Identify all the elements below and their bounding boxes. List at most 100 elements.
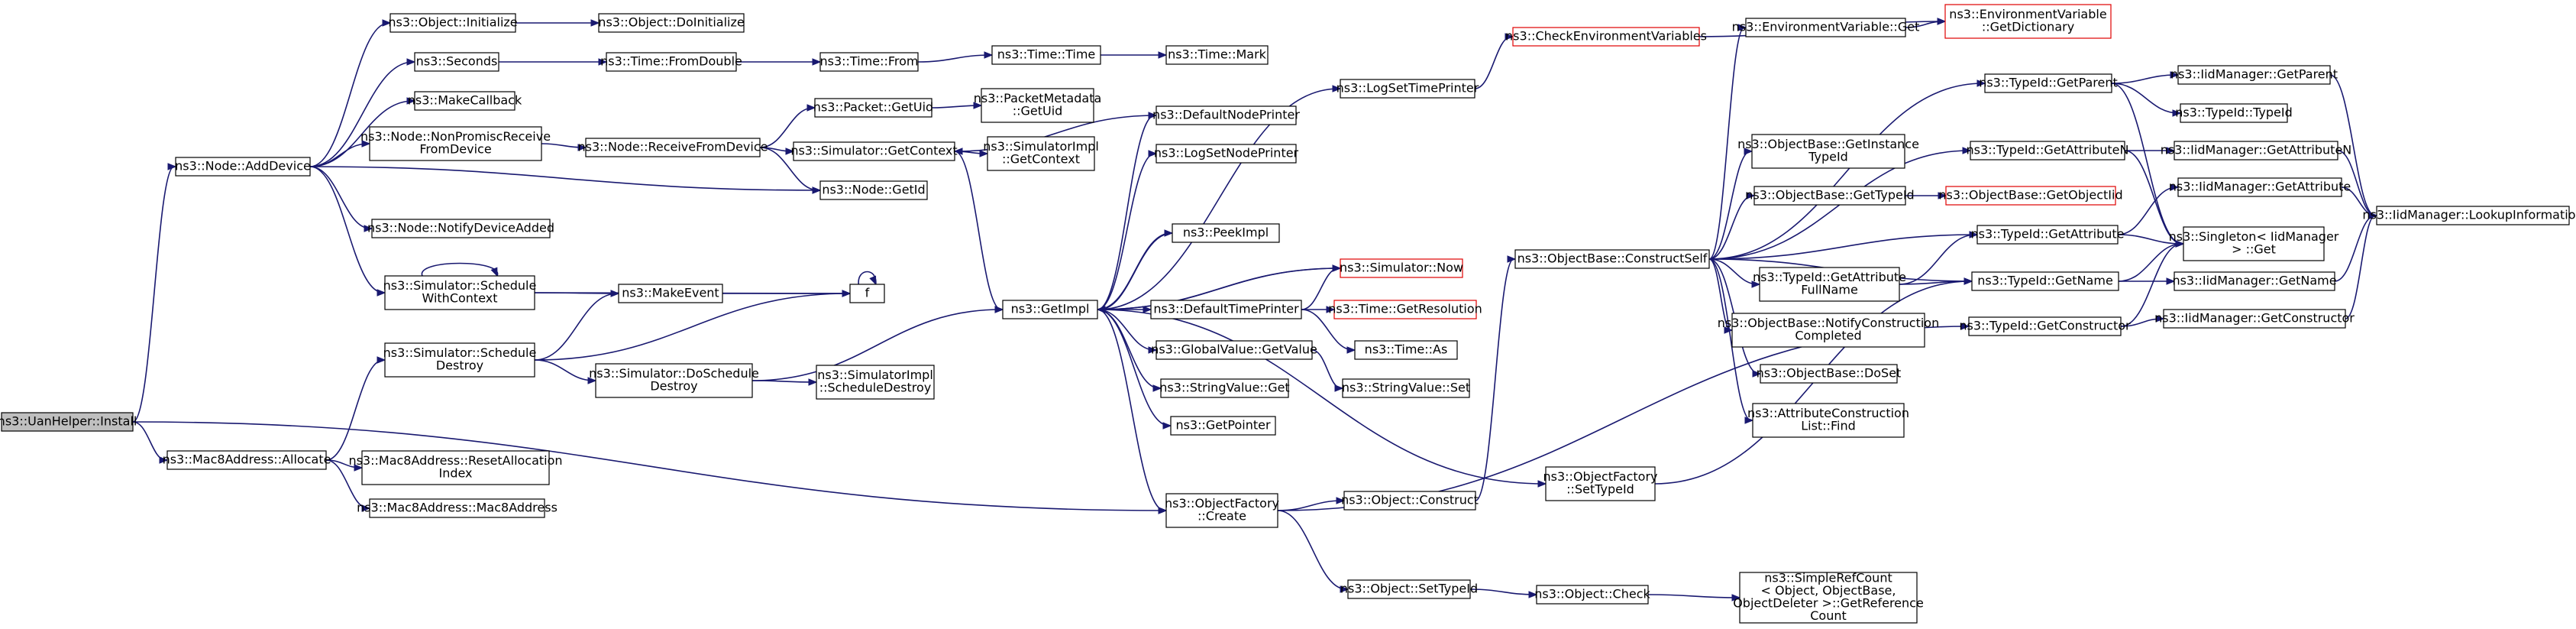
function-node-mac8alloc[interactable]: ns3::Mac8Address::Allocate: [163, 450, 331, 470]
edge-line: [422, 262, 498, 277]
function-node-implgetctx[interactable]: ns3::SimulatorImpl::GetContext: [983, 136, 1099, 171]
node-box: [1340, 79, 1475, 99]
function-node-implsched[interactable]: ns3::SimulatorImpl::ScheduleDestroy: [816, 365, 935, 400]
function-node-iidgetname[interactable]: ns3::IidManager::GetName: [2172, 271, 2337, 291]
function-node-tidgetattrn[interactable]: ns3::TypeId::GetAttributeN: [1967, 141, 2129, 160]
edge-line: [2111, 83, 2180, 114]
edge-arrowhead: [1744, 417, 1754, 424]
function-node-recvfromdev[interactable]: ns3::Node::ReceiveFromDevice: [578, 138, 768, 157]
function-node-simplerefcount[interactable]: ns3::SimpleRefCount< Object, ObjectBase,…: [1733, 571, 1924, 624]
function-node-typeidtypeid[interactable]: ns3::TypeId::TypeId: [2175, 103, 2293, 123]
call-edge-envget-to-envdict: [1905, 18, 1947, 28]
function-node-uan[interactable]: ns3::UanHelper::Install: [0, 412, 137, 432]
function-node-obgettypeid[interactable]: ns3::ObjectBase::GetTypeId: [1745, 186, 1915, 206]
function-node-envdict[interactable]: ns3::EnvironmentVariable::GetDictionary: [1944, 4, 2112, 39]
edge-line: [132, 421, 166, 461]
node-label: ns3::IidManager::GetAttribute: [2169, 179, 2351, 193]
edge-line: [931, 105, 981, 109]
function-node-defnodeprint[interactable]: ns3::DefaultNodePrinter: [1152, 105, 1300, 125]
function-node-objcheck[interactable]: ns3::Object::Check: [1534, 585, 1651, 605]
edge-arrowhead: [2170, 183, 2180, 191]
call-edge-recvfromdev-to-packetuid: [759, 104, 816, 148]
function-node-logtimeprint[interactable]: ns3::LogSetTimePrinter: [1336, 79, 1479, 99]
function-node-notifyadded[interactable]: ns3::Node::NotifyDeviceAdded: [367, 219, 554, 238]
function-node-tidgetctor[interactable]: ns3::TypeId::GetConstructor: [1959, 316, 2131, 336]
function-node-timefrom[interactable]: ns3::Time::From: [819, 52, 919, 72]
edge-line: [1899, 234, 1976, 285]
edge-arrowhead: [1332, 264, 1342, 272]
function-node-lognodeprint[interactable]: ns3::LogSetNodePrinter: [1154, 144, 1299, 164]
function-node-objdoinit[interactable]: ns3::Object::DoInitialize: [598, 13, 745, 33]
function-node-svset[interactable]: ns3::StringValue::Set: [1342, 378, 1470, 398]
function-node-iidgetparent[interactable]: ns3::IidManager::GetParent: [2170, 65, 2338, 85]
function-node-seconds[interactable]: ns3::Seconds: [414, 52, 499, 72]
function-node-makecallback[interactable]: ns3::MakeCallback: [408, 91, 522, 111]
function-node-simnow[interactable]: ns3::Simulator::Now: [1340, 258, 1463, 278]
function-node-getobjectiid[interactable]: ns3::ObjectBase::GetObjectIid: [1938, 186, 2123, 206]
function-node-checkenv[interactable]: ns3::CheckEnvironmentVariables: [1505, 27, 1707, 47]
function-node-iidgetctor[interactable]: ns3::IidManager::GetConstructor: [2154, 309, 2355, 329]
node-label: ns3::Seconds: [416, 53, 498, 68]
function-node-tidgetname[interactable]: ns3::TypeId::GetName: [1971, 271, 2119, 291]
call-edge-logtimeprint-to-checkenv: [1474, 33, 1514, 89]
function-node-getres[interactable]: ns3::Time::GetResolution: [1328, 300, 1482, 319]
function-node-adddevice[interactable]: ns3::Node::AddDevice: [175, 157, 311, 177]
function-node-objinit[interactable]: ns3::Object::Initialize: [388, 13, 518, 33]
edge-line: [1708, 27, 1745, 260]
function-node-notifycc[interactable]: ns3::ObjectBase::NotifyConstructionCompl…: [1718, 313, 1939, 348]
function-node-deftimeprint[interactable]: ns3::DefaultTimePrinter: [1150, 300, 1302, 319]
function-node-factsettypeid[interactable]: ns3::ObjectFactory::SetTypeId: [1543, 466, 1658, 501]
node-label: ns3::LogSetTimePrinter: [1336, 80, 1479, 95]
node-box: [595, 363, 753, 398]
function-node-tidgetparent[interactable]: ns3::TypeId::GetParent: [1979, 73, 2118, 93]
node-label: ObjectDeleter >::GetReference: [1733, 596, 1924, 611]
function-node-timetime[interactable]: ns3::Time::Time: [991, 45, 1101, 65]
edge-arrowhead: [812, 58, 822, 66]
function-node-pktmetauid[interactable]: ns3::PacketMetadata::GetUid: [974, 88, 1102, 123]
node-label: List::Find: [1801, 419, 1856, 433]
function-node-fromdouble[interactable]: ns3::Time::FromDouble: [600, 52, 742, 72]
function-node-packetuid[interactable]: ns3::Packet::GetUid: [813, 98, 933, 118]
function-node-objconstruct[interactable]: ns3::Object::Construct: [1341, 491, 1479, 511]
function-node-getimpl[interactable]: ns3::GetImpl: [1002, 300, 1098, 319]
function-node-objfactcreate[interactable]: ns3::ObjectFactory::Create: [1165, 493, 1279, 528]
function-node-peekimpl[interactable]: ns3::PeekImpl: [1172, 223, 1280, 243]
function-node-svget[interactable]: ns3::StringValue::Get: [1159, 378, 1290, 398]
function-node-iidlookup[interactable]: ns3::IidManager::LookupInformation: [2362, 206, 2576, 225]
function-node-envget[interactable]: ns3::EnvironmentVariable::Get: [1732, 18, 1920, 37]
function-node-mac8ctor[interactable]: ns3::Mac8Address::Mac8Address: [357, 498, 558, 518]
function-node-getcontext[interactable]: ns3::Simulator::GetContext: [790, 141, 958, 161]
edge-arrowhead: [1505, 33, 1514, 41]
function-node-iidgetattrn[interactable]: ns3::IidManager::GetAttributeN: [2161, 141, 2352, 160]
function-node-singleton[interactable]: ns3::Singleton< IidManager> ::Get: [2169, 226, 2339, 261]
edge-arrowhead: [1158, 51, 1168, 59]
function-node-scheddestroy[interactable]: ns3::Simulator::ScheduleDestroy: [383, 342, 537, 378]
node-box: [369, 498, 545, 518]
function-node-timemark[interactable]: ns3::Time::Mark: [1165, 45, 1269, 65]
function-node-doset[interactable]: ns3::ObjectBase::DoSet: [1757, 364, 1902, 384]
node-label: ns3::Node::NotifyDeviceAdded: [367, 220, 554, 235]
edge-line: [309, 143, 369, 167]
function-node-f[interactable]: f: [849, 284, 885, 303]
function-node-tidgetattr[interactable]: ns3::TypeId::GetAttribute: [1970, 225, 2125, 245]
node-box: [414, 52, 499, 72]
edge-line: [1097, 115, 1155, 310]
function-node-getpointer[interactable]: ns3::GetPointer: [1170, 416, 1276, 436]
function-node-nodegetid[interactable]: ns3::Node::GetId: [819, 180, 928, 200]
function-node-makeevent[interactable]: ns3::MakeEvent: [618, 284, 723, 303]
function-node-iidgetattr[interactable]: ns3::IidManager::GetAttribute: [2169, 177, 2351, 197]
node-box: [1155, 340, 1313, 360]
function-node-gvgetvalue[interactable]: ns3::GlobalValue::GetValue: [1151, 340, 1317, 360]
edge-arrowhead: [979, 150, 989, 157]
function-node-objsettypeid[interactable]: ns3::Object::SetTypeId: [1340, 579, 1478, 599]
function-node-constructself[interactable]: ns3::ObjectBase::ConstructSelf: [1514, 249, 1710, 269]
call-edge-constructself-to-tidgetattrfull: [1708, 258, 1761, 288]
function-node-timeas[interactable]: ns3::Time::As: [1354, 340, 1458, 360]
